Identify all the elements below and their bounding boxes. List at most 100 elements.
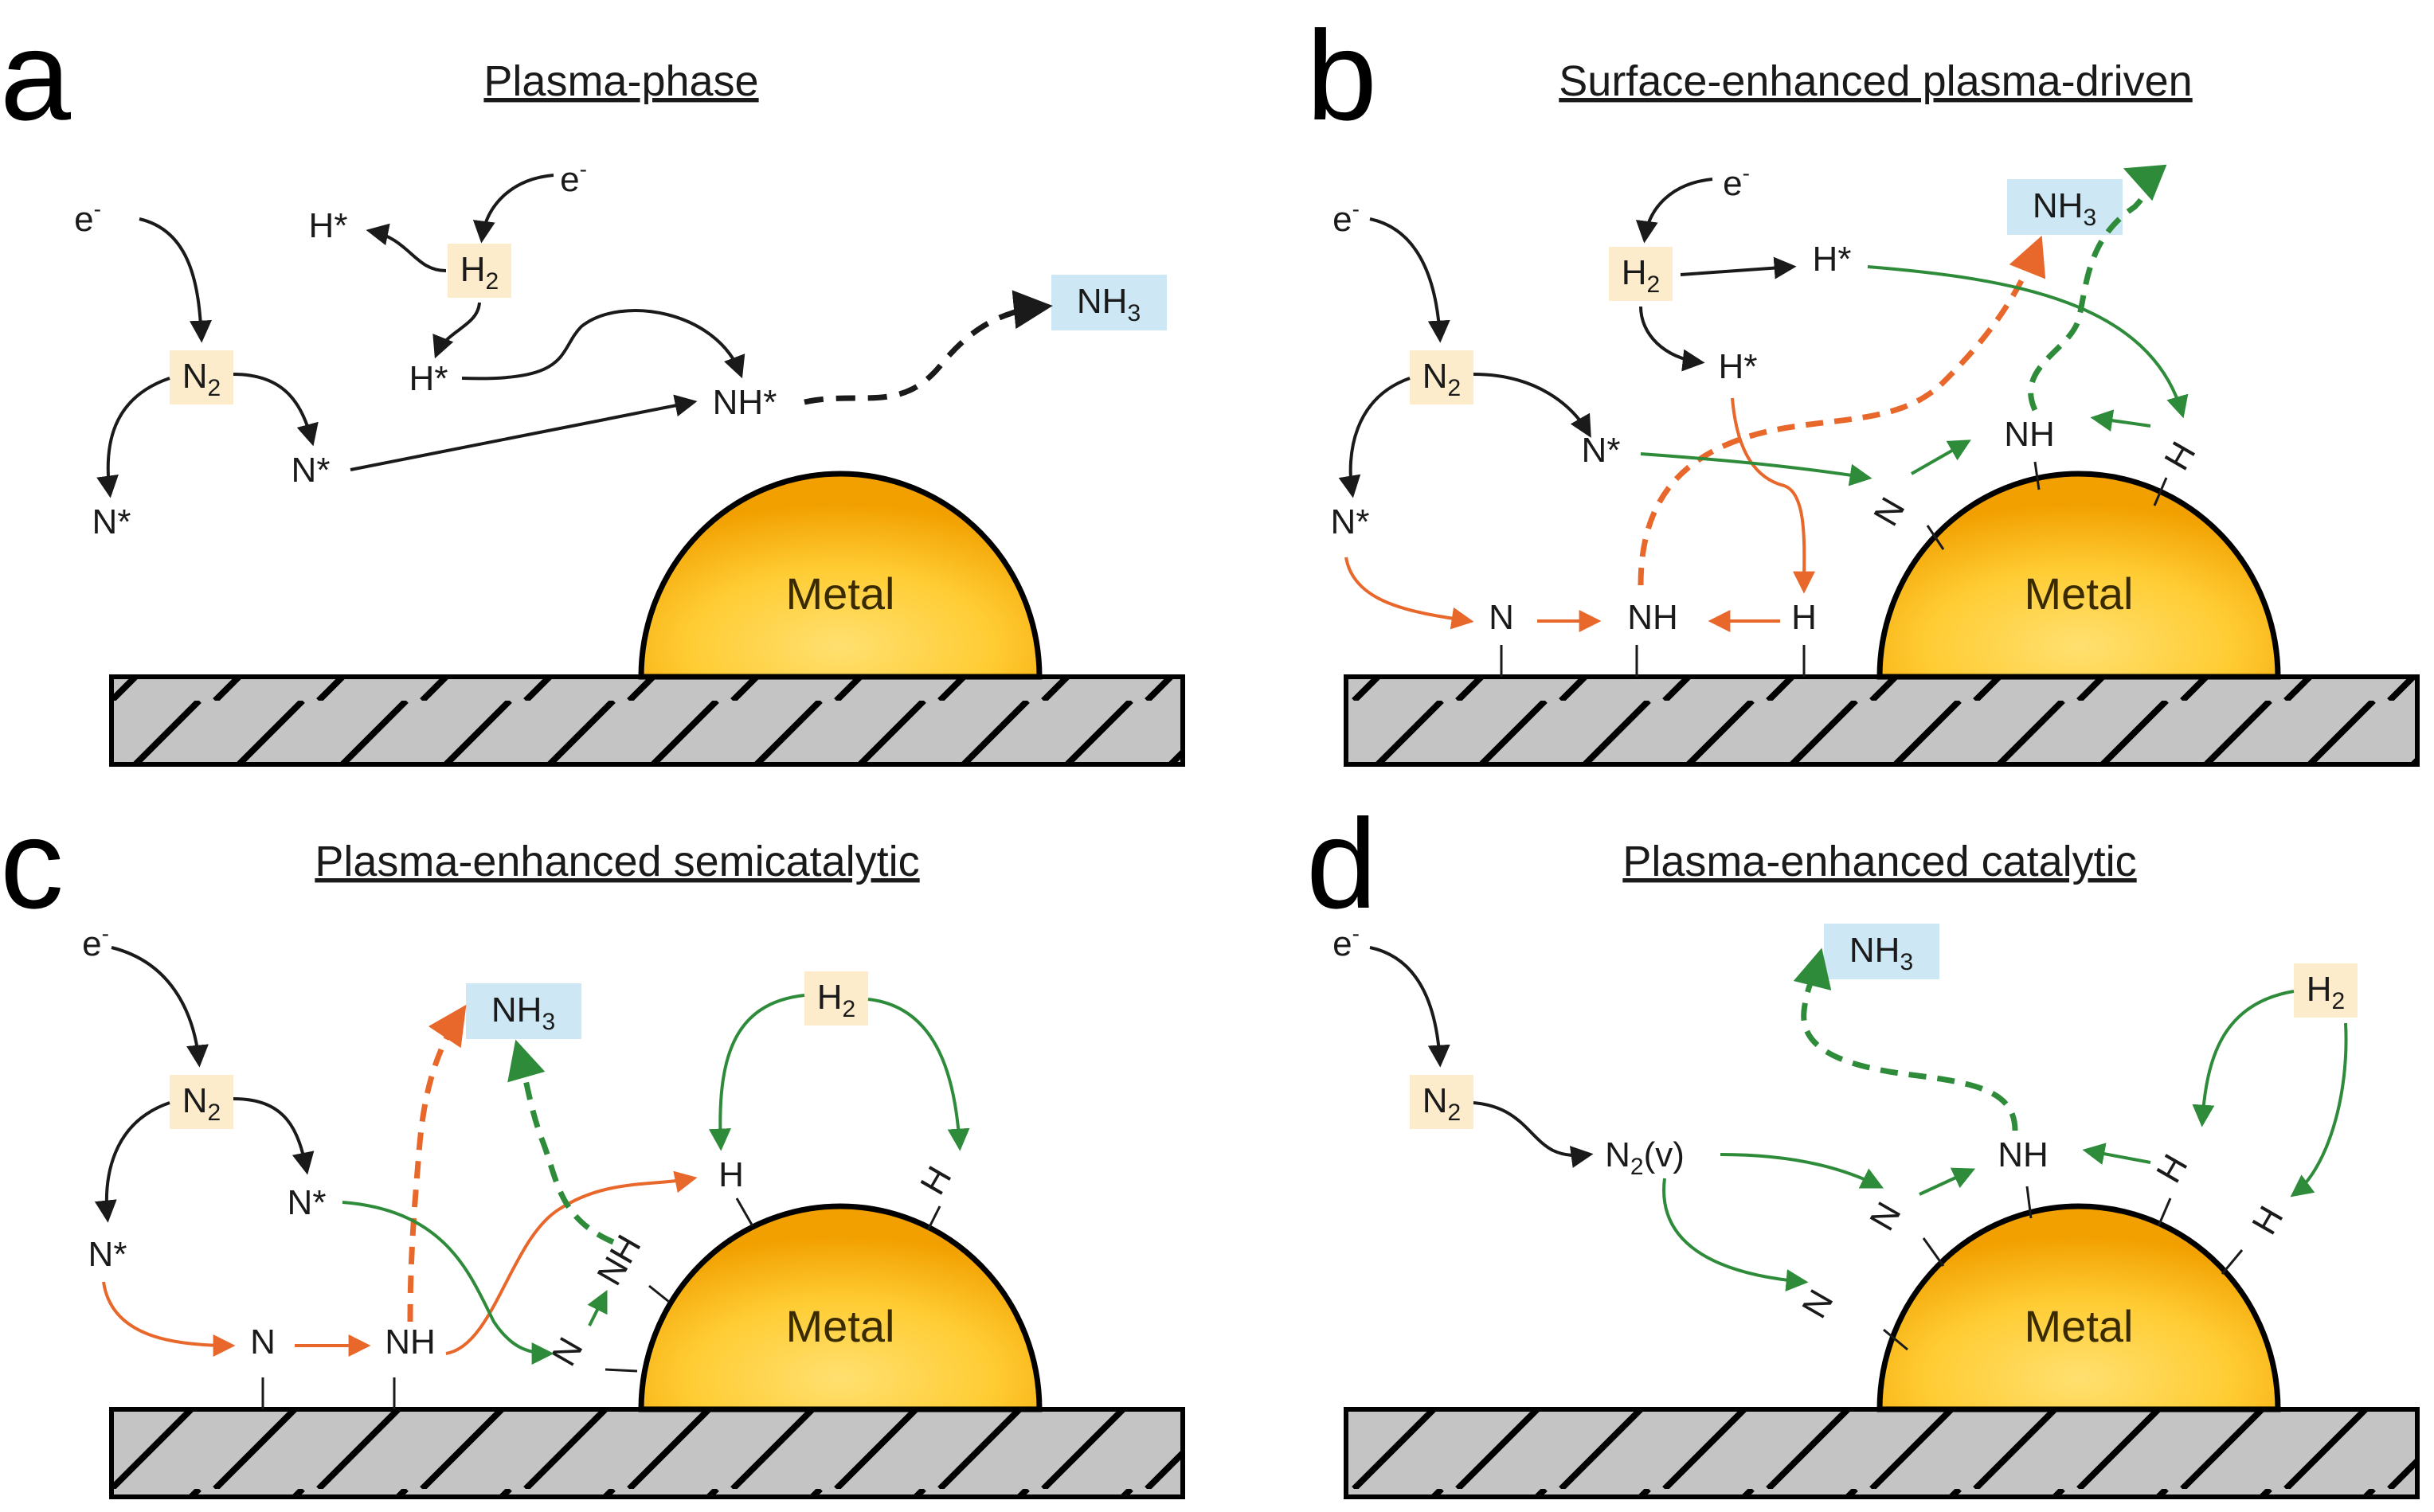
panel-letter-c: c [0, 792, 64, 935]
reaction-arrow [233, 1097, 315, 1175]
reaction-arrow [1473, 373, 1591, 438]
reaction-arrow [94, 1101, 170, 1223]
electron-label: e- [74, 197, 101, 239]
reaction-arrow [1473, 1101, 1594, 1168]
nh3-label: NH3 [2033, 186, 2096, 231]
catalytic-reaction-arrow [2192, 990, 2295, 1127]
n-radical: N* [88, 1235, 127, 1274]
surface-reaction-arrow [445, 1170, 698, 1355]
n-radical: N* [292, 451, 331, 490]
adsorbed-nh: NH [2004, 415, 2055, 454]
bond-line [2153, 477, 2168, 506]
nh3-product-box [1051, 275, 1167, 330]
surface-reaction-arrow [1731, 397, 1816, 594]
catalytic-reaction-arrow [1662, 1178, 1809, 1291]
catalytic-reaction-arrow [2090, 409, 2151, 432]
dashed-product-arrow [1638, 235, 2046, 586]
n2-box [1410, 1075, 1473, 1129]
nh3-label: NH3 [491, 990, 555, 1035]
bond-line [2221, 1249, 2244, 1275]
adsorbed-h: H [2244, 1200, 2291, 1241]
h2-box [804, 971, 868, 1026]
n-radical: N* [1331, 502, 1370, 541]
metal-label: Metal [2025, 568, 2134, 619]
panel-c: c Plasma-enhanced semicatalytic Metal e-… [0, 792, 1185, 1499]
n-radical: N* [92, 502, 131, 541]
h2-label: H2 [1622, 253, 1660, 298]
panel-title-b: Surface-enhanced plasma-driven [1559, 57, 2192, 105]
panel-a: a Plasma-phase Metal e- N2 N* N* e- H2 H… [0, 4, 1185, 767]
panel-d: d Plasma-enhanced catalytic Metal e- N2 … [1306, 792, 2420, 1499]
reaction-arrow [139, 217, 212, 343]
catalytic-reaction-arrow [1640, 452, 1872, 486]
h-radical: H* [409, 359, 448, 398]
adsorbed-nh: NH [1627, 598, 1678, 637]
bond-line [2025, 1186, 2033, 1219]
adsorbed-nh: NH [1998, 1135, 2049, 1174]
n-radical: N* [288, 1183, 327, 1222]
reaction-arrow [1369, 217, 1450, 343]
metal-particle [638, 471, 1043, 680]
metal-label: Metal [786, 1301, 895, 1351]
metal-particle [638, 1203, 1043, 1412]
reaction-arrow [1369, 946, 1450, 1068]
nh3-product-box [466, 983, 581, 1039]
n2-label: N2 [182, 1081, 221, 1126]
adsorbed-h: H [718, 1155, 744, 1194]
catalytic-reaction-arrow [2082, 1143, 2151, 1165]
panel-letter-b: b [1306, 4, 1377, 147]
h2-box [448, 244, 511, 298]
dashed-product-arrow [804, 290, 1053, 405]
adsorbed-h: H [1791, 598, 1817, 637]
adsorbed-n: N [1489, 598, 1514, 637]
h2-box [1609, 247, 1673, 301]
panel-title-d: Plasma-enhanced catalytic [1622, 838, 2136, 885]
metal-particle [1876, 471, 2281, 680]
reaction-arrow [233, 373, 319, 447]
surface-reaction-arrow [102, 1281, 236, 1357]
reaction-arrow [1338, 377, 1411, 498]
adsorbed-n: N [250, 1323, 276, 1362]
reaction-arrow [366, 223, 447, 272]
panel-letter-d: d [1306, 792, 1377, 935]
electron-label: e- [1332, 197, 1360, 239]
bond-line [605, 1368, 638, 1373]
n2-vibrational-label: N2(v) [1605, 1135, 1685, 1180]
bond-line [1883, 1328, 1908, 1351]
n2-box [1410, 350, 1473, 404]
electron-label: e- [1723, 161, 1750, 203]
h-radical: H* [1813, 240, 1852, 279]
bond-line [648, 1284, 670, 1303]
h2-label: H2 [2307, 970, 2345, 1014]
adsorbed-h: H [913, 1160, 959, 1201]
adsorbed-n: N [544, 1331, 590, 1373]
reaction-arrow [1680, 256, 1797, 279]
catalytic-reaction-arrow [1720, 1153, 1884, 1189]
panel-b: b Surface-enhanced plasma-driven Metal e… [1306, 4, 2420, 767]
reaction-arrow [111, 946, 209, 1068]
catalytic-reaction-arrow [1919, 1167, 1976, 1196]
support-substrate [109, 674, 1185, 767]
h-radical: H* [1719, 347, 1758, 386]
h2-label: H2 [460, 250, 499, 295]
catalytic-reaction-arrow [587, 1289, 608, 1326]
n-radical: N* [1582, 431, 1621, 470]
metal-label: Metal [2025, 1301, 2134, 1351]
catalytic-reaction-arrow [1867, 265, 2189, 419]
reaction-arrow [1639, 306, 1705, 372]
adsorbed-h: H [2157, 436, 2203, 477]
panel-title-a: Plasma-phase [483, 57, 758, 105]
bond-line [735, 1197, 754, 1227]
electron-label: e- [82, 921, 109, 963]
electron-label: e- [1332, 921, 1360, 963]
nh3-label: NH3 [1077, 282, 1141, 326]
reaction-arrow [461, 309, 745, 381]
catalytic-reaction-arrow [342, 1201, 554, 1365]
n2-box [170, 1075, 233, 1129]
electron-label: e- [560, 157, 587, 199]
reaction-arrow [350, 394, 698, 471]
bond-line [1922, 1237, 1945, 1267]
catalytic-reaction-arrow [867, 998, 970, 1151]
nh3-product-box [2007, 179, 2123, 235]
